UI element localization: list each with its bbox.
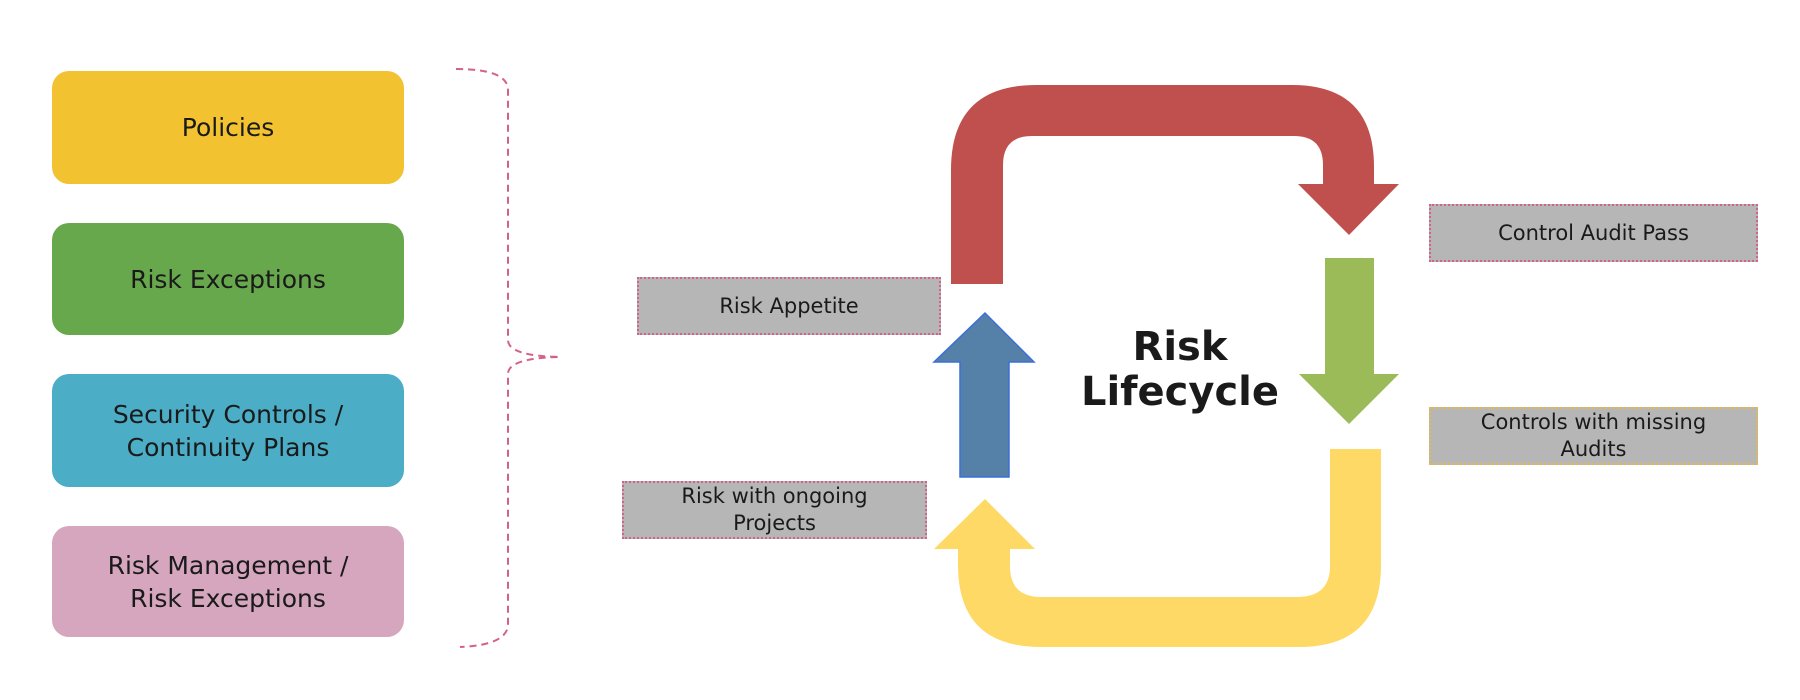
controls-missing-audits-text: Controls with missing Audits	[1480, 410, 1707, 461]
controls-missing-audits-label: Controls with missing Audits	[1429, 407, 1758, 465]
policies-label: Policies	[181, 113, 275, 142]
security-controls-box: Security Controls / Continuity Plans	[52, 374, 404, 487]
control-audit-pass-label: Control Audit Pass	[1429, 204, 1758, 262]
risk-ongoing-projects-text: Risk with ongoing Projects	[681, 484, 868, 535]
risk-appetite-text: Risk Appetite	[719, 293, 859, 318]
lifecycle-title: Risk Lifecycle	[1080, 324, 1280, 415]
security-controls-label: Security Controls / Continuity Plans	[112, 399, 344, 462]
risk-management-box: Risk Management / Risk Exceptions	[52, 526, 404, 637]
grouping-bracket	[455, 68, 561, 648]
control-audit-pass-text: Control Audit Pass	[1498, 220, 1689, 245]
yellow-arrow	[934, 449, 1381, 647]
risk-exceptions-label: Risk Exceptions	[130, 264, 326, 294]
green-arrow	[1299, 258, 1399, 424]
risk-ongoing-projects-label: Risk with ongoing Projects	[622, 481, 927, 539]
policies-box: Policies	[52, 71, 404, 184]
risk-exceptions-box: Risk Exceptions	[52, 223, 404, 335]
blue-arrow	[932, 311, 1036, 478]
risk-appetite-label: Risk Appetite	[637, 277, 941, 335]
red-arrow	[951, 85, 1399, 284]
risk-management-label: Risk Management / Risk Exceptions	[107, 550, 349, 613]
